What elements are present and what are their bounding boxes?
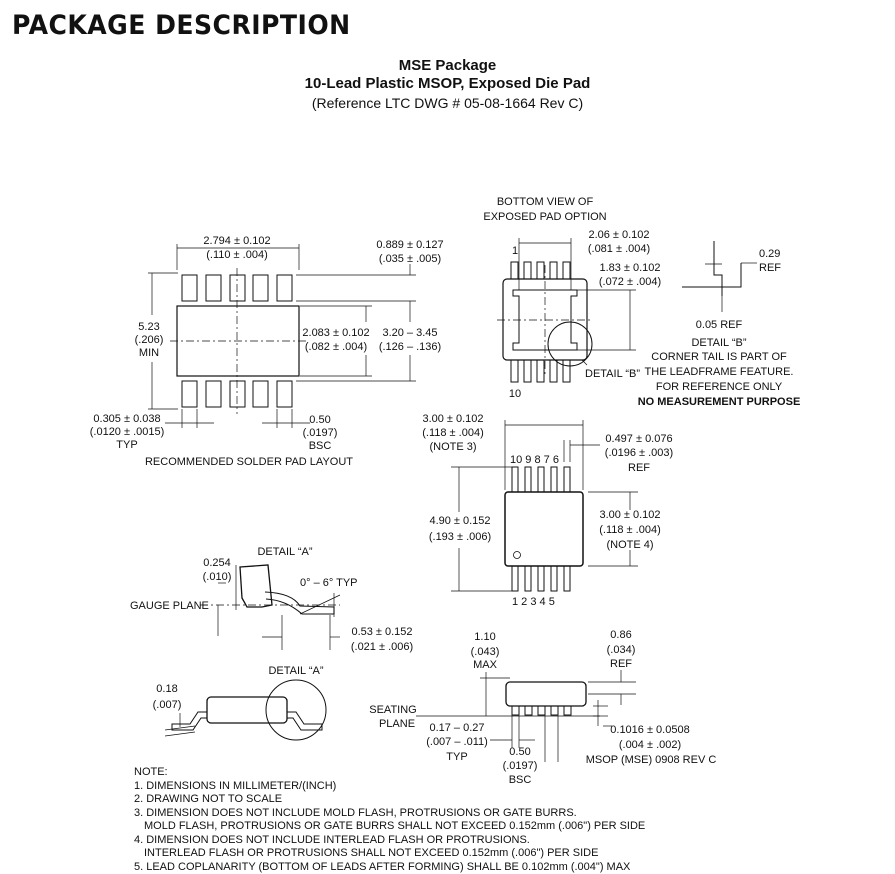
bottom-view-leads-bottom	[511, 360, 570, 382]
solder-layout-caption: RECOMMENDED SOLDER PAD LAYOUT	[145, 456, 353, 468]
seating-plane-label-2: PLANE	[379, 718, 415, 730]
seating-plane-label: SEATING	[369, 704, 416, 716]
detail-b-dim-ref: REF	[759, 262, 781, 274]
detail-b-label: DETAIL “B”	[691, 337, 746, 349]
dim-lead-width-typ: TYP	[446, 751, 467, 763]
dim-body-height-inch: (.034)	[607, 644, 636, 656]
dim-outer-span-inch: (.206)	[135, 334, 164, 346]
dim-height: 1.10	[474, 631, 495, 643]
dim-standoff: 0.1016 ± 0.0508	[610, 724, 689, 736]
dim-overall-width: 4.90 ± 0.152	[429, 515, 490, 527]
note-2: 2. DRAWING NOT TO SCALE	[134, 793, 645, 807]
dim-inner-span-inch: (.126 – .136)	[379, 341, 441, 353]
dim-pad-span: 2.794 ± 0.102	[203, 235, 270, 247]
dim-foot-length: 0.53 ± 0.152	[351, 626, 412, 638]
dim-pad-width-a-inch: (.081 ± .004)	[588, 243, 650, 255]
notes-block: NOTE: 1. DIMENSIONS IN MILLIMETER/(INCH)…	[134, 766, 645, 874]
dim-center-pad-inch: (.082 ± .004)	[305, 341, 367, 353]
detail-a-label: DETAIL “A”	[257, 546, 312, 558]
note-1: 1. DIMENSIONS IN MILLIMETER/(INCH)	[134, 780, 645, 794]
dim-pad-span-inch: (.110 ± .004)	[206, 249, 267, 261]
detail-b-note4: NO MEASUREMENT PURPOSE	[638, 396, 801, 408]
detail-b-dim: 0.29	[759, 248, 780, 260]
profile-leads	[512, 706, 571, 715]
detail-a-callout: DETAIL “A”	[268, 665, 323, 677]
bottom-view-label-2: EXPOSED PAD OPTION	[483, 211, 606, 223]
side-view	[165, 680, 326, 740]
solder-pad-layout	[148, 244, 416, 428]
dim-height-inch: (.043)	[471, 646, 500, 658]
top-view	[451, 420, 638, 591]
pin-numbers-bottom: 1 2 3 4 5	[512, 596, 555, 608]
dim-outer-span: 5.23	[138, 321, 159, 333]
dim-pad-length-inch: (.035 ± .005)	[379, 253, 441, 265]
bottom-view-pin1: 1	[512, 245, 518, 257]
dim-pad-width-typ: TYP	[116, 439, 137, 451]
bottom-view-pin10: 10	[509, 388, 521, 400]
dim-height-max: MAX	[473, 659, 498, 671]
dim-pad-pitch-bsc: BSC	[309, 440, 332, 452]
detail-b-note2: THE LEADFRAME FEATURE.	[645, 366, 794, 378]
top-view-leads-bottom	[512, 566, 570, 591]
note-3-cont: MOLD FLASH, PROTRUSIONS OR GATE BURRS SH…	[134, 820, 645, 834]
detail-b-dim2: 0.05 REF	[696, 319, 743, 331]
detail-b-note1: CORNER TAIL IS PART OF	[651, 351, 787, 363]
top-view-leads-top	[512, 467, 570, 492]
dim-body-height: 0.86	[610, 629, 631, 641]
note-4: 4. DIMENSION DOES NOT INCLUDE INTERLEAD …	[134, 834, 645, 848]
dim-body-length-note: (NOTE 4)	[606, 539, 653, 551]
dim-pad-width-inch: (.0120 ± .0015)	[90, 426, 165, 438]
detail-b-callout: DETAIL “B”	[585, 368, 640, 380]
dim-pad-width-a: 2.06 ± 0.102	[588, 229, 649, 241]
dim-overall-width-inch: (.193 ± .006)	[429, 531, 491, 543]
dim-body-width: 3.00 ± 0.102	[422, 413, 483, 425]
dim-pad-height-b: 1.83 ± 0.102	[599, 262, 660, 274]
dim-foot-length-inch: (.021 ± .006)	[351, 641, 413, 653]
dim-pad-length: 0.889 ± 0.127	[376, 239, 443, 251]
dim-lead-thickness: 0.18	[156, 683, 177, 695]
detail-b-drawing	[682, 241, 757, 312]
dim-lead-width-inch: (.007 – .011)	[426, 736, 488, 748]
dim-lead-length-ref: REF	[628, 462, 650, 474]
bottom-view-label: BOTTOM VIEW OF	[497, 196, 594, 208]
gauge-plane-label: GAUGE PLANE	[130, 600, 209, 612]
note-5: 5. LEAD COPLANARITY (BOTTOM OF LEADS AFT…	[134, 861, 645, 874]
notes-header: NOTE:	[134, 766, 645, 780]
dim-gauge-inch: (.010)	[203, 571, 232, 583]
pin-numbers-top: 10 9 8 7 6	[510, 454, 559, 466]
dim-lead-length: 0.497 ± 0.076	[605, 433, 672, 445]
note-4-cont: INTERLEAD FLASH OR PROTRUSIONS SHALL NOT…	[134, 847, 645, 861]
dim-lead-pitch: 0.50	[509, 746, 530, 758]
dim-body-length: 3.00 ± 0.102	[599, 509, 660, 521]
detail-b-note3: FOR REFERENCE ONLY	[656, 381, 783, 393]
dim-body-length-inch: (.118 ± .004)	[599, 524, 660, 536]
dim-inner-span: 3.20 – 3.45	[382, 327, 437, 339]
dim-center-pad: 2.083 ± 0.102	[302, 327, 369, 339]
dim-pad-pitch-inch: (.0197)	[303, 427, 338, 439]
dim-pad-height-b-inch: (.072 ± .004)	[599, 276, 661, 288]
lead-angle: 0° – 6° TYP	[300, 577, 358, 589]
note-3: 3. DIMENSION DOES NOT INCLUDE MOLD FLASH…	[134, 807, 645, 821]
bottom-view	[497, 238, 636, 382]
dim-outer-span-min: MIN	[139, 347, 159, 359]
bottom-view-leads-top	[511, 262, 570, 279]
drawing-code: MSOP (MSE) 0908 REV C	[586, 754, 717, 766]
dim-body-width-note: (NOTE 3)	[429, 441, 476, 453]
dim-pad-width: 0.305 ± 0.038	[93, 413, 160, 425]
dim-lead-length-inch: (.0196 ± .003)	[605, 447, 673, 459]
dim-standoff-inch: (.004 ± .002)	[619, 739, 681, 751]
dim-lead-thickness-inch: (.007)	[153, 699, 182, 711]
dim-body-height-ref: REF	[610, 658, 632, 670]
dim-gauge: 0.254	[203, 557, 231, 569]
dim-pad-pitch: 0.50	[309, 414, 330, 426]
dim-body-width-inch: (.118 ± .004)	[422, 427, 483, 439]
dim-lead-width: 0.17 – 0.27	[429, 722, 484, 734]
